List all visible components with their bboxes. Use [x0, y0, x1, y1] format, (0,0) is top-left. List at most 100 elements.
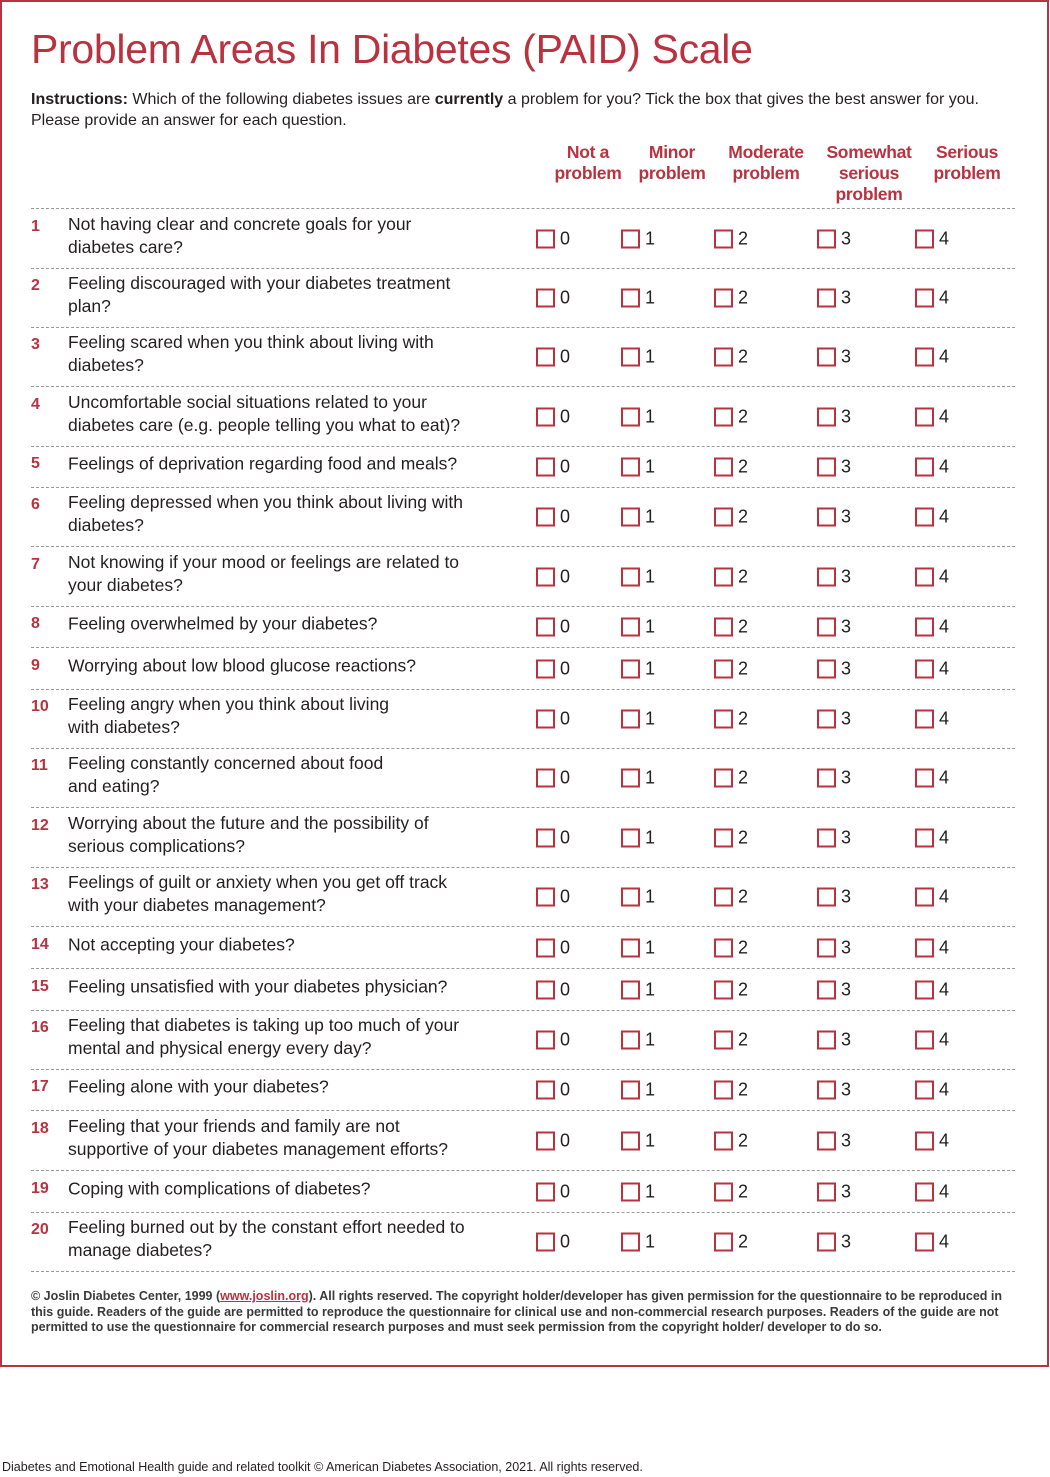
answer-option-3[interactable]: 3 [817, 1080, 851, 1101]
answer-checkbox[interactable] [817, 617, 836, 637]
answer-option-3[interactable]: 3 [817, 1232, 851, 1253]
answer-checkbox[interactable] [714, 1232, 733, 1252]
answer-option-4[interactable]: 4 [915, 937, 949, 958]
answer-option-2[interactable]: 2 [714, 617, 748, 638]
answer-checkbox[interactable] [536, 659, 555, 678]
answer-option-2[interactable]: 2 [714, 887, 748, 908]
answer-option-1[interactable]: 1 [621, 617, 655, 638]
answer-checkbox[interactable] [817, 347, 836, 367]
joslin-link[interactable]: www.joslin.org [220, 1289, 309, 1303]
answer-checkbox[interactable] [621, 1182, 640, 1201]
answer-option-1[interactable]: 1 [621, 979, 655, 1000]
answer-option-4[interactable]: 4 [915, 617, 949, 638]
answer-checkbox[interactable] [621, 828, 640, 847]
answer-option-4[interactable]: 4 [915, 709, 949, 730]
answer-checkbox[interactable] [621, 229, 640, 248]
answer-option-3[interactable]: 3 [817, 288, 851, 309]
answer-checkbox[interactable] [621, 659, 640, 678]
answer-checkbox[interactable] [621, 617, 640, 637]
answer-checkbox[interactable] [714, 288, 733, 308]
answer-option-1[interactable]: 1 [621, 709, 655, 730]
answer-checkbox[interactable] [536, 709, 555, 729]
answer-option-2[interactable]: 2 [714, 507, 748, 528]
answer-checkbox[interactable] [817, 1080, 836, 1100]
answer-option-3[interactable]: 3 [817, 887, 851, 908]
answer-checkbox[interactable] [915, 617, 934, 637]
answer-option-2[interactable]: 2 [714, 457, 748, 478]
answer-option-2[interactable]: 2 [714, 347, 748, 368]
answer-option-1[interactable]: 1 [621, 288, 655, 309]
answer-option-1[interactable]: 1 [621, 887, 655, 908]
answer-checkbox[interactable] [915, 1182, 934, 1201]
answer-checkbox[interactable] [714, 229, 733, 248]
answer-checkbox[interactable] [817, 768, 836, 788]
answer-checkbox[interactable] [536, 938, 555, 957]
answer-option-4[interactable]: 4 [915, 887, 949, 908]
answer-option-4[interactable]: 4 [915, 507, 949, 528]
answer-checkbox[interactable] [915, 709, 934, 729]
answer-checkbox[interactable] [621, 1030, 640, 1050]
answer-checkbox[interactable] [714, 1131, 733, 1150]
answer-checkbox[interactable] [536, 980, 555, 999]
answer-option-0[interactable]: 0 [536, 347, 570, 368]
answer-checkbox[interactable] [536, 1131, 555, 1150]
answer-option-2[interactable]: 2 [714, 658, 748, 679]
answer-option-2[interactable]: 2 [714, 566, 748, 587]
answer-option-3[interactable]: 3 [817, 406, 851, 427]
answer-checkbox[interactable] [714, 938, 733, 957]
answer-checkbox[interactable] [817, 229, 836, 248]
answer-option-3[interactable]: 3 [817, 937, 851, 958]
answer-option-1[interactable]: 1 [621, 228, 655, 249]
answer-option-0[interactable]: 0 [536, 768, 570, 789]
answer-option-4[interactable]: 4 [915, 406, 949, 427]
answer-option-3[interactable]: 3 [817, 768, 851, 789]
answer-checkbox[interactable] [817, 980, 836, 999]
answer-checkbox[interactable] [817, 407, 836, 426]
answer-checkbox[interactable] [536, 288, 555, 308]
answer-option-4[interactable]: 4 [915, 566, 949, 587]
answer-option-0[interactable]: 0 [536, 617, 570, 638]
answer-option-4[interactable]: 4 [915, 1030, 949, 1051]
answer-option-4[interactable]: 4 [915, 827, 949, 848]
answer-option-3[interactable]: 3 [817, 709, 851, 730]
answer-option-4[interactable]: 4 [915, 1080, 949, 1101]
answer-checkbox[interactable] [817, 507, 836, 527]
answer-checkbox[interactable] [817, 1232, 836, 1252]
answer-option-1[interactable]: 1 [621, 768, 655, 789]
answer-checkbox[interactable] [536, 507, 555, 527]
answer-option-1[interactable]: 1 [621, 1232, 655, 1253]
answer-checkbox[interactable] [621, 407, 640, 426]
answer-option-4[interactable]: 4 [915, 1130, 949, 1151]
answer-checkbox[interactable] [817, 828, 836, 847]
answer-checkbox[interactable] [817, 887, 836, 907]
answer-option-3[interactable]: 3 [817, 658, 851, 679]
answer-checkbox[interactable] [915, 887, 934, 907]
answer-option-2[interactable]: 2 [714, 406, 748, 427]
answer-option-1[interactable]: 1 [621, 827, 655, 848]
answer-checkbox[interactable] [915, 768, 934, 788]
answer-checkbox[interactable] [536, 567, 555, 586]
answer-checkbox[interactable] [714, 407, 733, 426]
answer-checkbox[interactable] [915, 457, 934, 477]
answer-option-0[interactable]: 0 [536, 507, 570, 528]
answer-checkbox[interactable] [817, 709, 836, 729]
answer-checkbox[interactable] [714, 507, 733, 527]
answer-checkbox[interactable] [621, 938, 640, 957]
answer-option-3[interactable]: 3 [817, 457, 851, 478]
answer-checkbox[interactable] [915, 1080, 934, 1100]
answer-checkbox[interactable] [714, 768, 733, 788]
answer-checkbox[interactable] [536, 229, 555, 248]
answer-checkbox[interactable] [621, 1080, 640, 1100]
answer-checkbox[interactable] [536, 1030, 555, 1050]
answer-checkbox[interactable] [621, 980, 640, 999]
answer-checkbox[interactable] [915, 407, 934, 426]
answer-option-1[interactable]: 1 [621, 1181, 655, 1202]
answer-checkbox[interactable] [621, 887, 640, 907]
answer-option-3[interactable]: 3 [817, 1030, 851, 1051]
answer-option-0[interactable]: 0 [536, 1030, 570, 1051]
answer-checkbox[interactable] [817, 659, 836, 678]
answer-option-2[interactable]: 2 [714, 1130, 748, 1151]
answer-option-0[interactable]: 0 [536, 1130, 570, 1151]
answer-checkbox[interactable] [714, 709, 733, 729]
answer-checkbox[interactable] [915, 1030, 934, 1050]
